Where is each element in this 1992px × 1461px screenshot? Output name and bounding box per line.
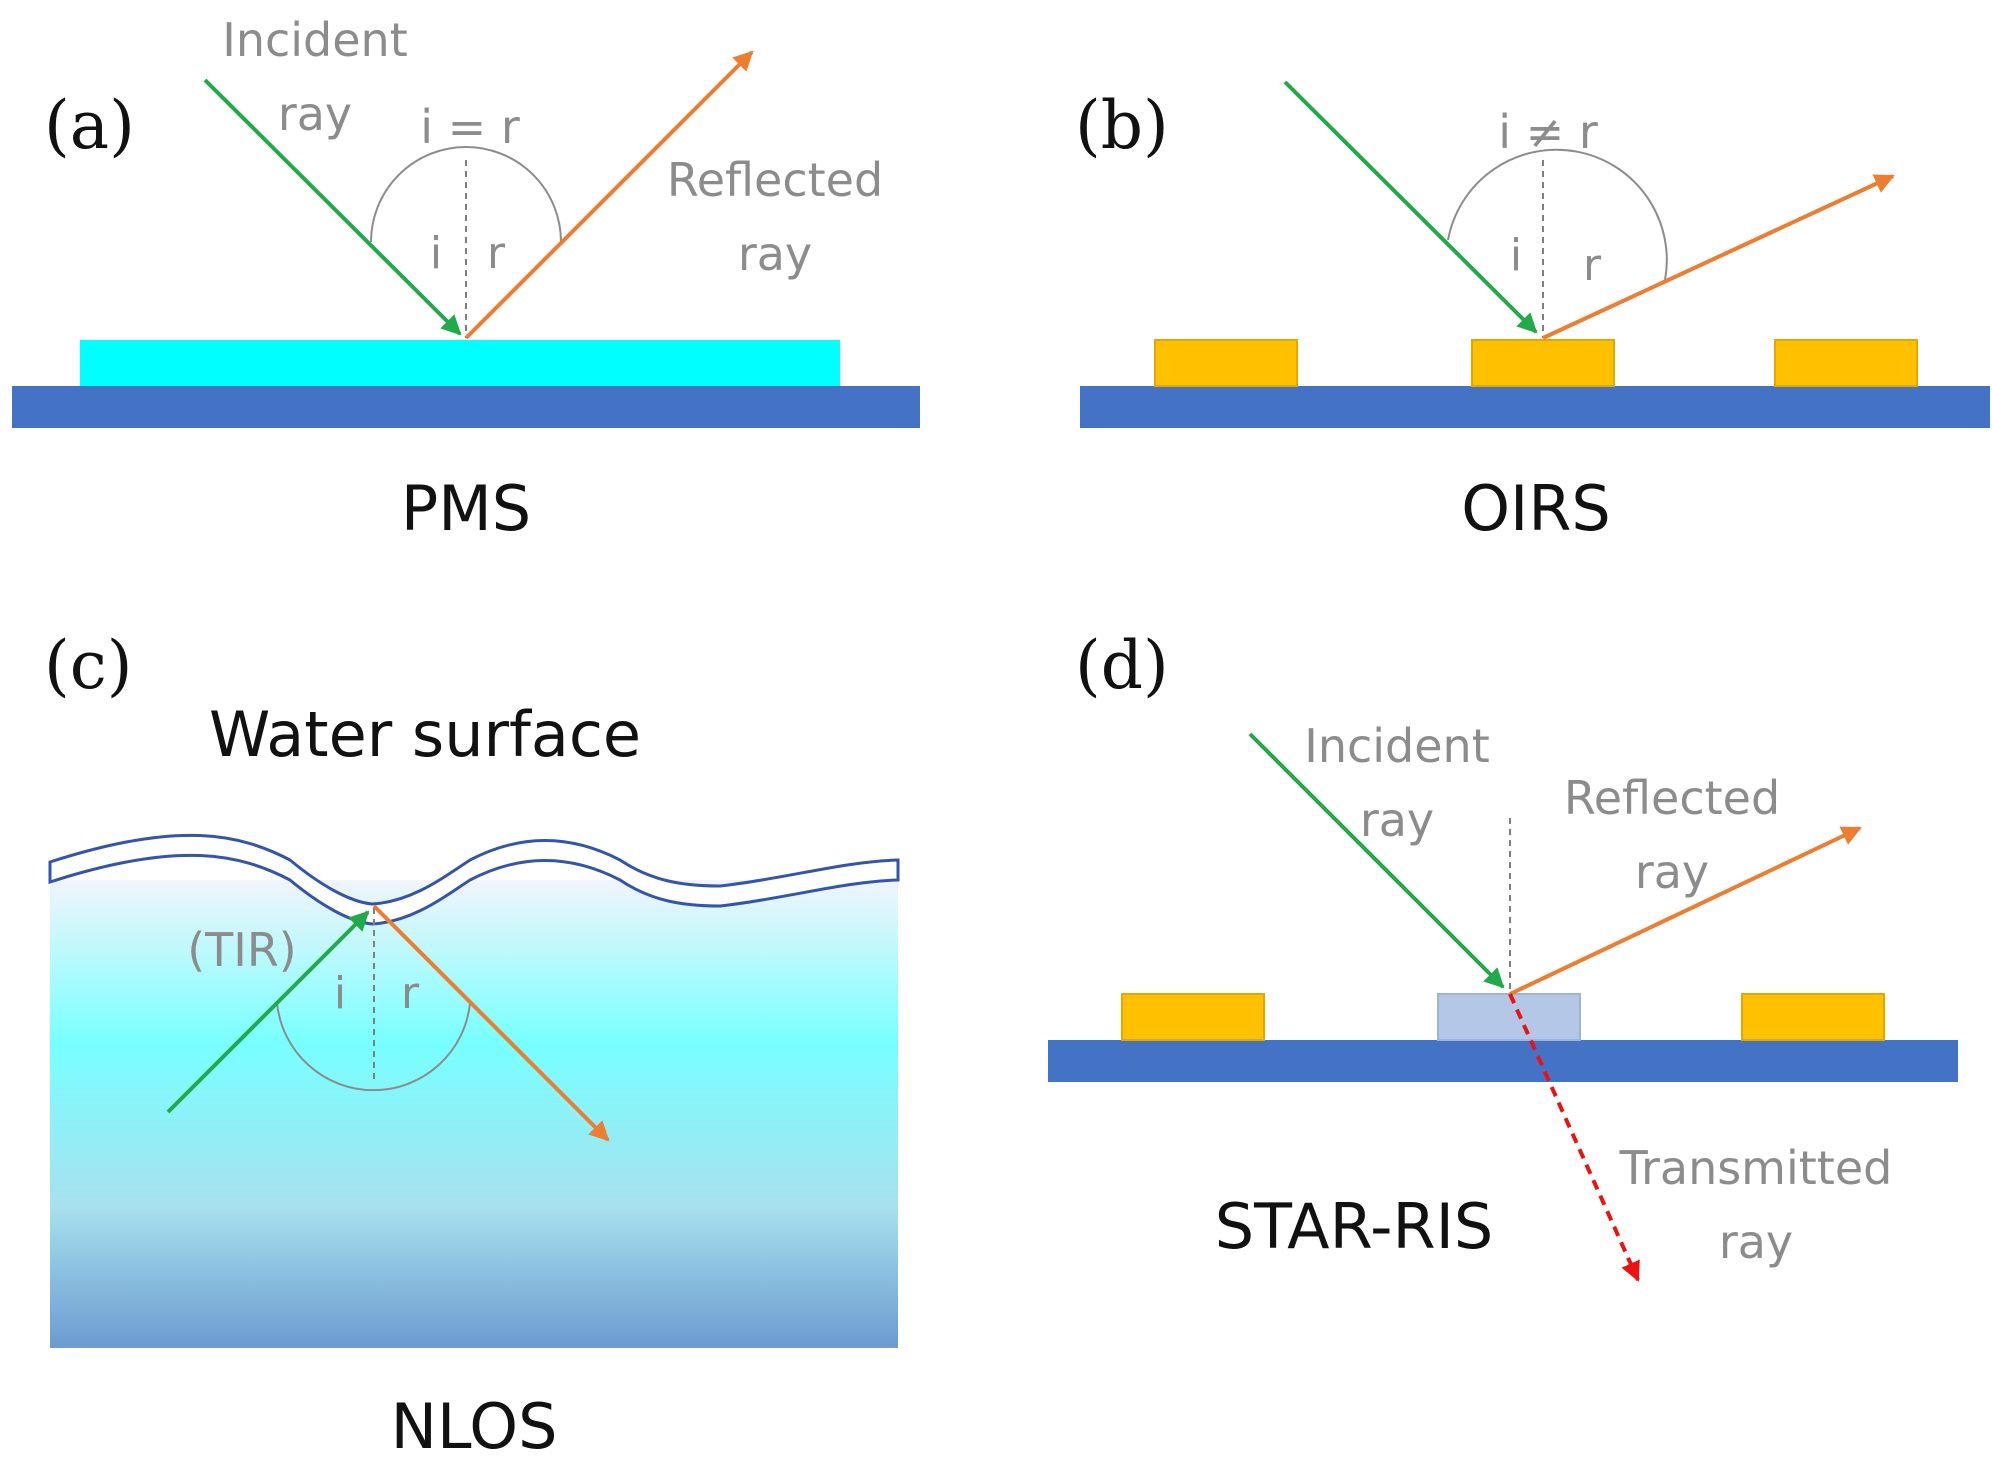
incident-ray-d <box>1248 732 1505 989</box>
equation-b: i ≠ r <box>1498 105 1598 159</box>
water-surface-title: Water surface <box>209 698 641 771</box>
panel-d: (d) Incident ray Reflected ray Transmitt… <box>1048 627 1958 1282</box>
reflected-label-d-line2: ray <box>1635 845 1709 899</box>
caption-a: PMS <box>401 472 531 545</box>
angle-arc-c <box>276 1002 471 1092</box>
panel-b: (b) i ≠ r i r OIRS <box>1075 80 1990 545</box>
reflected-ray-c <box>372 904 610 1142</box>
water-body <box>50 880 898 1348</box>
incident-label-a-line2: ray <box>278 87 352 141</box>
pms-layer <box>80 340 840 386</box>
panel-d-letter: (d) <box>1075 627 1169 704</box>
panel-a-letter: (a) <box>44 87 135 164</box>
reflected-ray-d <box>1509 826 1862 996</box>
reflected-ray-a <box>464 50 754 340</box>
equation-a: i = r <box>420 100 520 154</box>
caption-b: OIRS <box>1461 472 1611 545</box>
panel-c: (c) Water surface (TIR) i r NLOS <box>44 627 900 1461</box>
oirs-element-2 <box>1471 339 1615 387</box>
transmitted-label-d-line2: ray <box>1719 1215 1793 1269</box>
panel-c-letter: (c) <box>44 627 132 704</box>
star-element-1 <box>1121 993 1265 1041</box>
reflected-label-a-line2: ray <box>738 227 812 281</box>
transmitted-ray-d <box>1508 993 1640 1282</box>
oirs-element-1 <box>1154 339 1298 387</box>
star-element-2 <box>1437 993 1581 1041</box>
angle-i-c: i <box>334 968 346 1019</box>
panel-b-letter: (b) <box>1075 87 1169 164</box>
caption-d: STAR-RIS <box>1215 1190 1494 1263</box>
panel-a: (a) Incident ray i = r Reflected ray i r… <box>12 13 920 545</box>
reflected-label-d-line1: Reflected <box>1564 771 1780 825</box>
incident-label-d-line1: Incident <box>1304 719 1489 773</box>
angle-arc-b <box>1447 148 1668 281</box>
angle-i-b: i <box>1510 230 1522 281</box>
angle-arc-a <box>370 146 562 243</box>
reflected-label-a-line1: Reflected <box>667 153 883 207</box>
incident-ray-a <box>203 78 462 336</box>
angle-r-c: r <box>401 968 420 1019</box>
incident-label-d-line2: ray <box>1360 793 1434 847</box>
transmitted-label-d-line1: Transmitted <box>1619 1141 1893 1195</box>
oirs-element-3 <box>1774 339 1918 387</box>
reflected-ray-b <box>1542 174 1895 340</box>
incident-label-a-line1: Incident <box>222 13 407 67</box>
star-element-3 <box>1741 993 1885 1041</box>
angle-i-a: i <box>430 228 442 279</box>
pms-substrate <box>12 386 920 428</box>
oirs-substrate <box>1080 386 1990 428</box>
angle-r-a: r <box>487 228 506 279</box>
tir-label: (TIR) <box>187 923 297 977</box>
caption-c: NLOS <box>391 1390 558 1461</box>
angle-r-b: r <box>1583 240 1602 291</box>
incident-ray-b <box>1283 80 1538 334</box>
star-substrate <box>1048 1040 1958 1082</box>
incident-ray-c <box>166 910 370 1114</box>
